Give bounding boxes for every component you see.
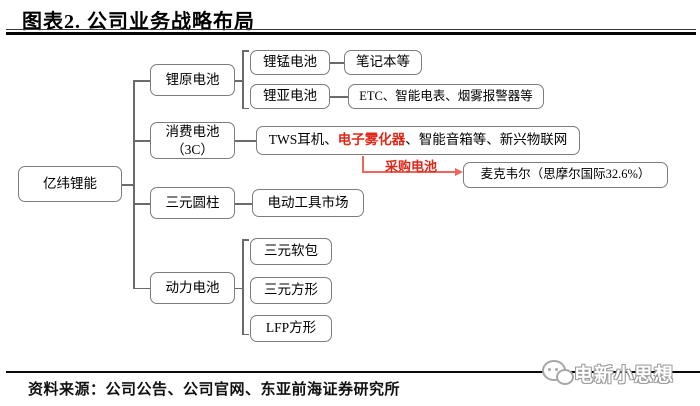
source-note: 资料来源：公司公告、公司官网、东亚前海证券研究所 <box>28 382 401 398</box>
connector-cylinder-app <box>235 203 252 205</box>
consumer-app-red: 电子雾化器 <box>337 132 406 148</box>
connector-power-stub <box>235 287 242 289</box>
connector-branch-power <box>133 287 150 289</box>
connector-power-bracket-bottom-tick <box>242 333 249 335</box>
connector-li-primary-bracket-top-tick <box>242 50 249 52</box>
header-rule-thin <box>6 29 696 30</box>
connector-main-bracket <box>133 80 135 289</box>
node-li-socl2: 锂亚电池 <box>250 84 330 109</box>
watermark-text: 电新小思想 <box>574 364 675 386</box>
purchase-arrow-vertical <box>362 156 364 173</box>
purchase-arrow-label: 采购电池 <box>385 159 438 174</box>
purchase-arrowhead-icon <box>455 168 463 176</box>
purchase-arrow-horizontal <box>362 171 455 173</box>
node-root: 亿纬锂能 <box>18 166 122 202</box>
connector-power-bracket <box>242 239 244 335</box>
node-power-pouch: 三元软包 <box>250 238 332 265</box>
watermark: 电新小思想 <box>540 352 700 394</box>
connector-consumer-app <box>235 140 256 142</box>
wechat-icon <box>540 359 574 387</box>
connector-li-socl2-app <box>330 96 348 98</box>
node-li-primary: 锂原电池 <box>150 64 235 96</box>
node-cylinder: 三元圆柱 <box>150 187 235 219</box>
connector-branch-cylinder <box>133 203 150 205</box>
connector-li-primary-stub <box>235 80 242 82</box>
header-rule-thick <box>6 32 696 35</box>
node-cylinder-app: 电动工具市场 <box>252 189 364 217</box>
connector-li-primary-bracket <box>242 50 244 109</box>
node-power-lfp: LFP方形 <box>250 315 332 342</box>
connector-branch-li-primary <box>133 80 150 82</box>
node-consumer: 消费电池 （3C） <box>150 122 235 159</box>
node-consumer-line1: 消费电池 <box>165 123 220 139</box>
consumer-app-text: TWS耳机、电子雾化器、智能音箱等、新兴物联网 <box>269 132 568 148</box>
node-li-socl2-app: ETC、智能电表、烟雾报警器等 <box>348 84 544 109</box>
node-li-mn: 锂锰电池 <box>250 50 330 75</box>
figure-title: 图表2. 公司业务战略布局 <box>22 11 255 33</box>
connector-power-bracket-top-tick <box>242 239 249 241</box>
node-power: 动力电池 <box>150 272 235 304</box>
node-power-prismatic: 三元方形 <box>250 277 332 304</box>
node-consumer-app: TWS耳机、电子雾化器、智能音箱等、新兴物联网 <box>256 126 580 155</box>
consumer-app-suffix: 、智能音箱等、新兴物联网 <box>405 132 568 148</box>
node-li-mn-app: 笔记本等 <box>344 50 422 75</box>
connector-root <box>122 184 133 186</box>
connector-li-primary-bracket-bottom-tick <box>242 107 249 109</box>
node-purchase-target: 麦克韦尔（思摩尔国际32.6%） <box>463 162 668 188</box>
footer-rule <box>6 371 700 373</box>
connector-branch-consumer <box>133 140 150 142</box>
consumer-app-prefix: TWS耳机、 <box>268 132 338 148</box>
node-consumer-label: 消费电池 （3C） <box>166 123 220 158</box>
connector-li-mn-app <box>330 62 344 64</box>
node-consumer-line2: （3C） <box>171 141 214 157</box>
